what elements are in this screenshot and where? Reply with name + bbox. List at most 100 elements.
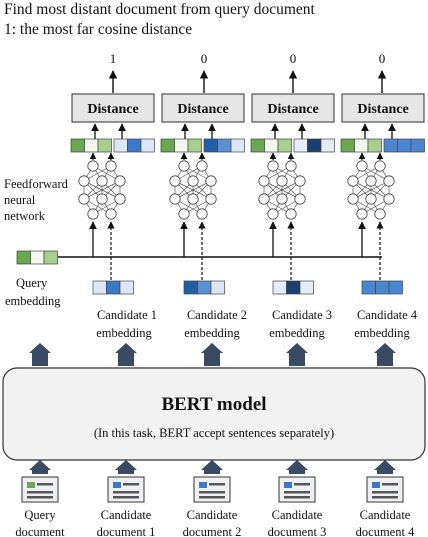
network-node <box>383 193 395 205</box>
network-node <box>105 208 117 220</box>
ffn-query-vector-cell-3-1 <box>250 138 265 153</box>
network-node <box>169 193 181 205</box>
bert-output-arrow-2 <box>115 343 137 366</box>
ffn-query-vector-cell-1-3 <box>97 138 112 153</box>
document-4-label-line1: Candidate <box>272 508 323 522</box>
network-edge <box>174 180 212 200</box>
candidate-2-embedding-cell-1 <box>183 280 198 295</box>
ffn-candidate-vector-cell-2-1 <box>203 138 218 153</box>
ffn-candidate-vector-cell-3-1 <box>293 138 308 153</box>
query-embedding-cell-2 <box>30 250 45 265</box>
ffn-candidate-vector-cell-2-2 <box>217 138 232 153</box>
network-node <box>356 160 368 172</box>
feedforward-network-4 <box>347 160 395 220</box>
network-node <box>187 175 199 187</box>
network-edge <box>263 180 301 200</box>
ffn-label-line1: Feedforward <box>4 177 69 191</box>
bert-input-arrow-3 <box>201 460 223 474</box>
candidate-2-embedding-label-line2: embedding <box>184 326 240 340</box>
network-node <box>294 175 306 187</box>
document-icon <box>366 476 404 503</box>
distance-box-4 <box>341 93 425 123</box>
distance-box-2 <box>161 93 245 123</box>
candidate-3-embedding-label-line2: embedding <box>269 326 325 340</box>
feedforward-network-1 <box>78 160 126 220</box>
query-embedding-label-line2: embedding <box>5 294 61 308</box>
ffn-candidate-vector-cell-4-1 <box>383 138 398 153</box>
network-edge <box>352 180 390 200</box>
candidate-2-embedding-cell-2 <box>197 280 212 295</box>
ffn-query-vector-cell-1-2 <box>84 138 99 153</box>
network-node <box>96 193 108 205</box>
ffn-candidate-vector-cell-4-3 <box>410 138 425 153</box>
candidate-3-embedding-label-line1: Candidate 3 <box>272 308 332 322</box>
distance-box-1 <box>71 93 155 123</box>
document-3-label-line2: document 2 <box>183 525 242 537</box>
document-4: Candidate document 3 <box>268 476 327 537</box>
candidate-1-embedding-cell-2 <box>106 280 121 295</box>
ffn-candidate-vector-cell-2-3 <box>230 138 245 153</box>
output-value-1: 1 <box>110 51 117 66</box>
network-node <box>285 160 297 172</box>
output-value-4: 0 <box>379 51 386 66</box>
network-node <box>276 193 288 205</box>
document-icon <box>193 476 231 503</box>
network-node <box>347 175 359 187</box>
distance-label-4: Distance <box>357 102 408 117</box>
output-value-3: 0 <box>290 51 297 66</box>
network-node <box>169 175 181 187</box>
network-edge <box>83 180 121 200</box>
ffn-query-vector-cell-2-3 <box>187 138 202 153</box>
candidate-1-embedding-cell-1 <box>92 280 107 295</box>
network-node <box>258 193 270 205</box>
network-node <box>294 193 306 205</box>
network-node <box>374 208 386 220</box>
candidate-1-embedding-cell-3 <box>119 280 134 295</box>
ffn-candidate-vector-cell-1-2 <box>127 138 142 153</box>
network-node <box>267 160 279 172</box>
network-node <box>78 193 90 205</box>
network-node <box>285 208 297 220</box>
candidate-3-embedding-cell-3 <box>299 280 314 295</box>
query-embedding-cell-3 <box>43 250 58 265</box>
network-node <box>105 160 117 172</box>
network-node <box>374 160 386 172</box>
network-node <box>196 160 208 172</box>
network-node <box>114 193 126 205</box>
output-value-2: 0 <box>201 51 208 66</box>
ffn-query-vector-cell-3-2 <box>264 138 279 153</box>
ffn-candidate-vector-cell-3-3 <box>320 138 335 153</box>
document-5-label-line2: document 4 <box>356 525 415 537</box>
ffn-label-line3: network <box>4 209 46 223</box>
candidate-1-embedding-label-line1: Candidate 1 <box>97 308 157 322</box>
ffn-query-vector-cell-3-3 <box>277 138 292 153</box>
ffn-query-vector-cell-2-2 <box>174 138 189 153</box>
document-4-label-line2: document 3 <box>268 525 327 537</box>
network-node <box>267 208 279 220</box>
network-node <box>205 175 217 187</box>
ffn-candidate-vector-cell-3-2 <box>307 138 322 153</box>
ffn-candidate-vector-cell-1-3 <box>140 138 155 153</box>
network-node <box>258 175 270 187</box>
document-3: Candidate document 2 <box>183 476 242 537</box>
document-3-label-line1: Candidate <box>187 508 238 522</box>
ffn-label-line2: neural <box>4 193 36 207</box>
network-node <box>96 175 108 187</box>
ffn-query-vector-cell-4-2 <box>354 138 369 153</box>
document-5-label-line1: Candidate <box>360 508 411 522</box>
document-5: Candidate document 4 <box>356 476 415 537</box>
distance-label-1: Distance <box>87 102 138 117</box>
diagram-subtitle: 1: the most far cosine distance <box>4 21 192 38</box>
bert-input-arrow-4 <box>286 460 308 474</box>
bert-output-arrow-1 <box>29 343 51 366</box>
document-1-label-line2: document <box>15 525 65 537</box>
ffn-query-vector-cell-2-1 <box>160 138 175 153</box>
